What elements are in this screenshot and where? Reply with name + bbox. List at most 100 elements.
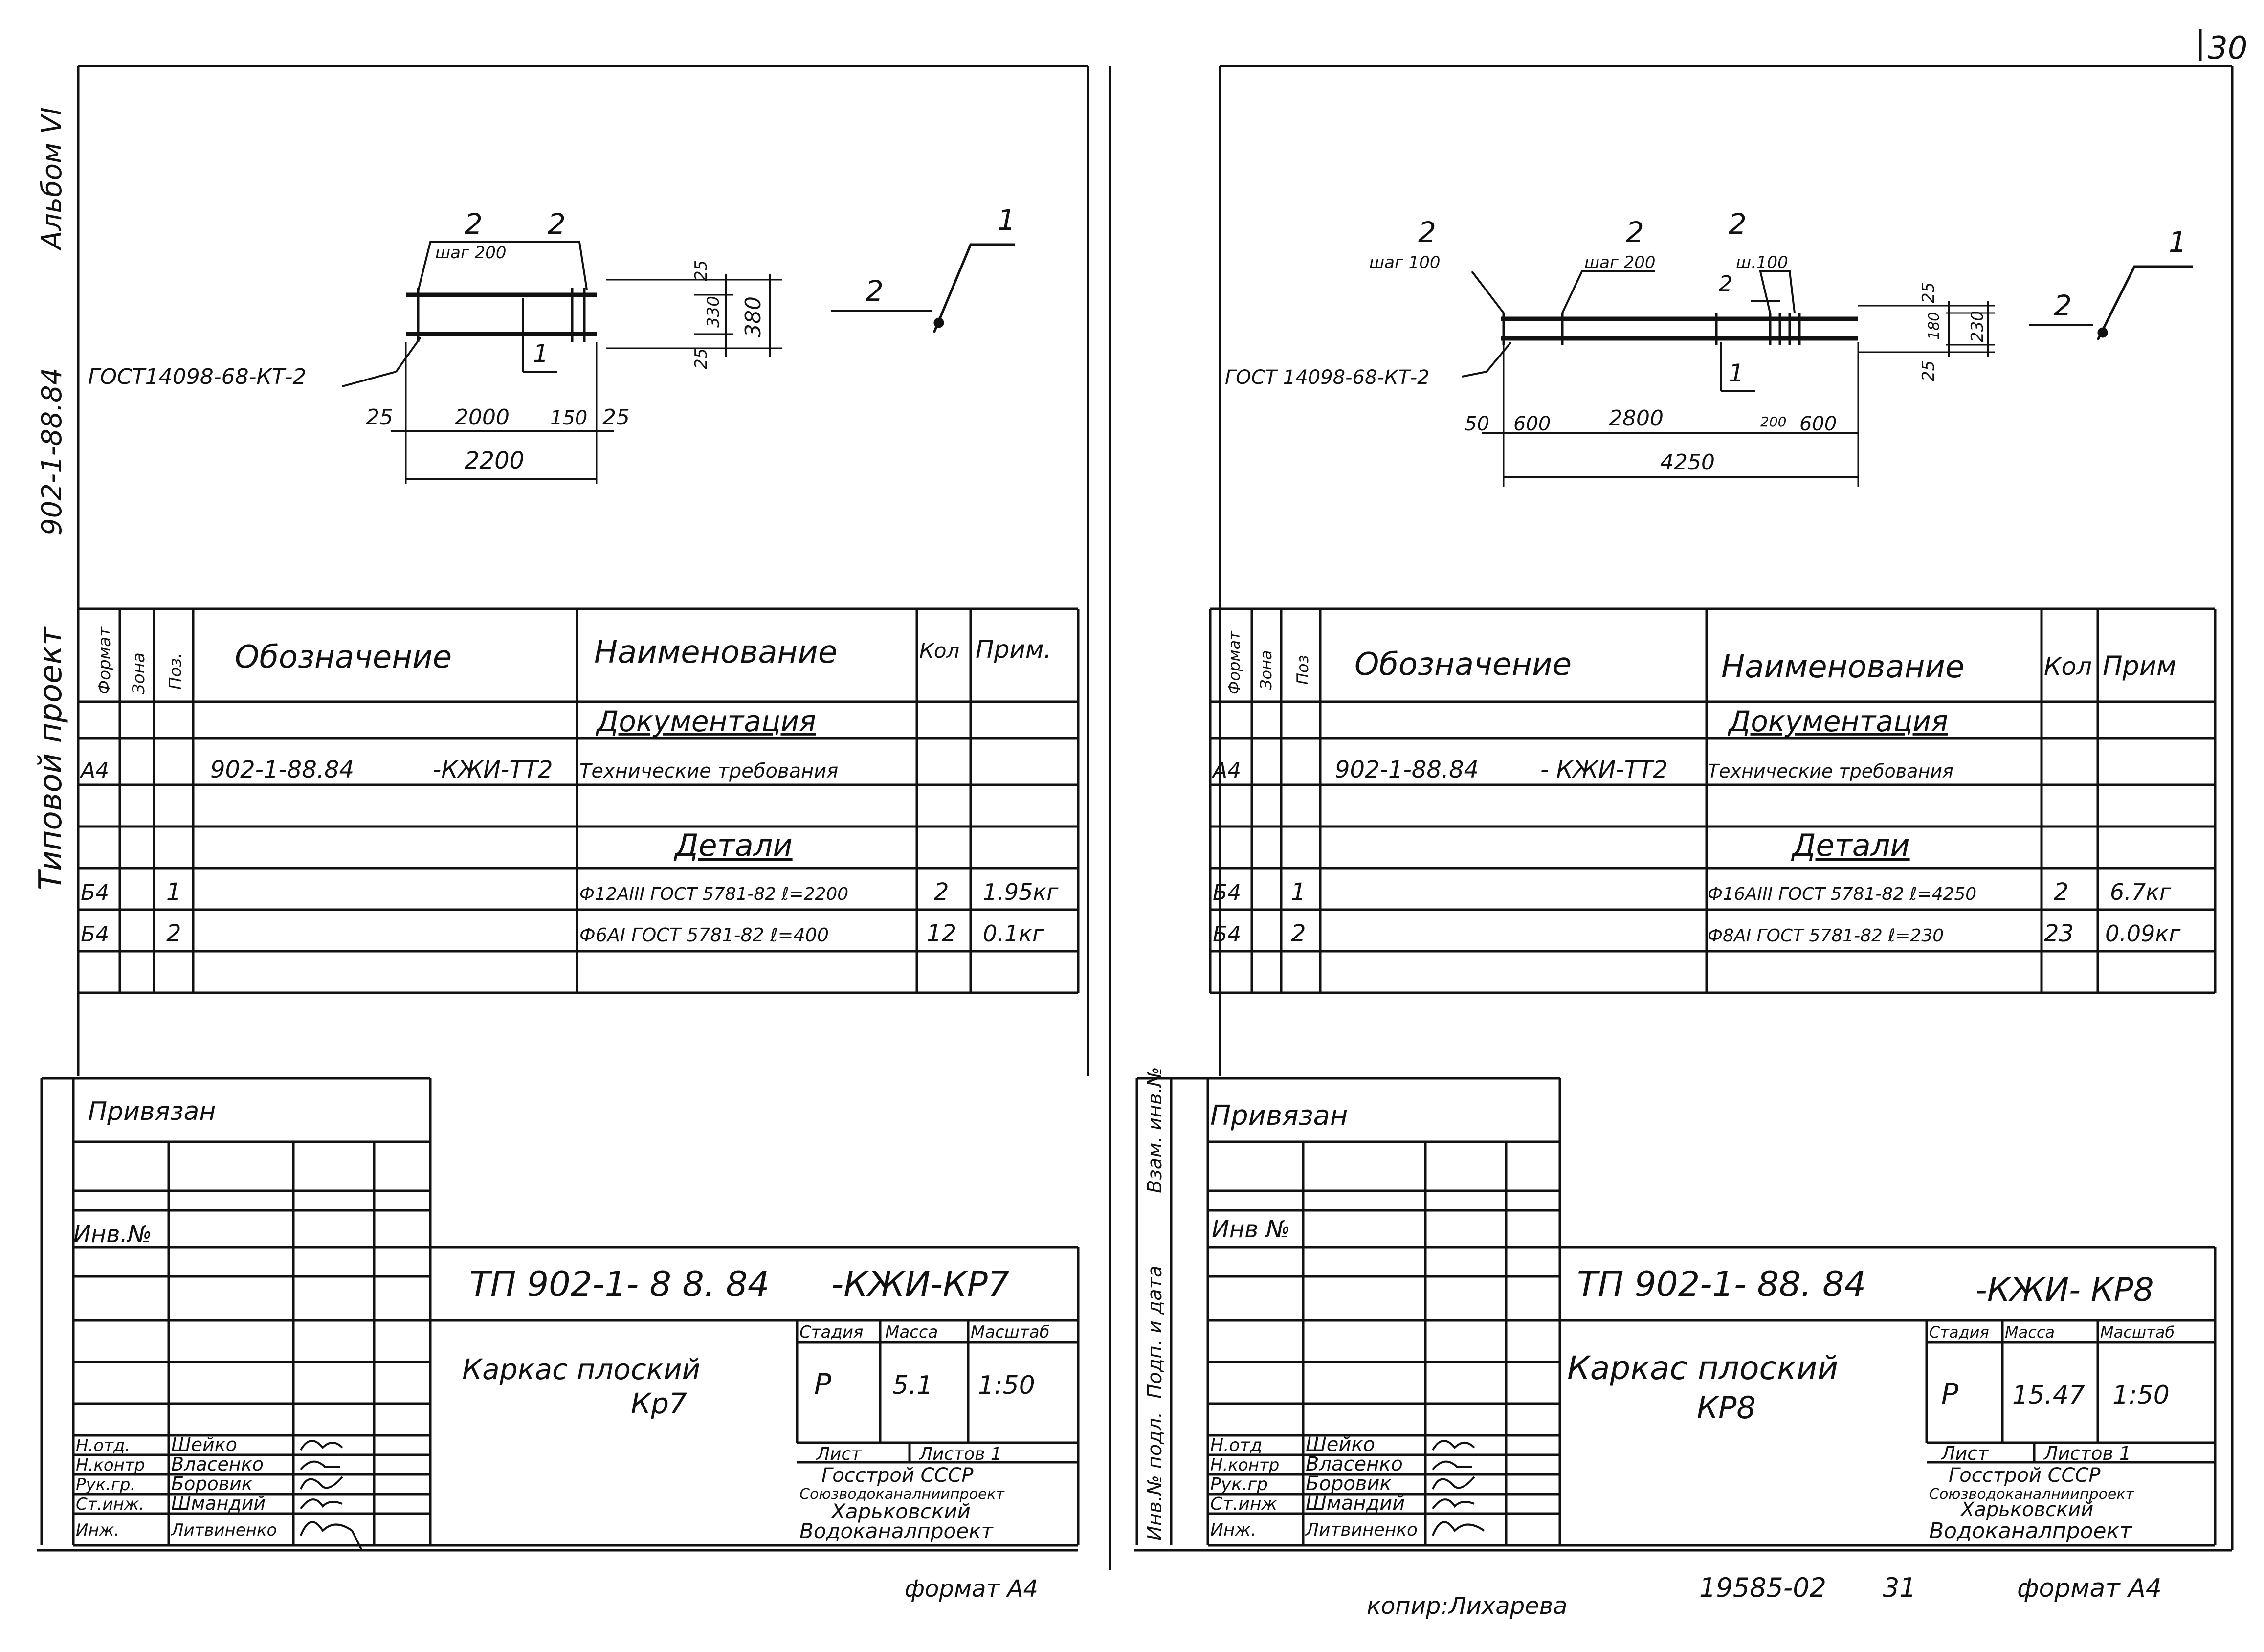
spec-table-kr8: Формат Зона Поз Обозначение Наименование… xyxy=(1211,630,2181,947)
row2-pos: 2 xyxy=(1291,920,1306,947)
signature-4 xyxy=(1432,1498,1475,1510)
org-1: Госстрой СССР xyxy=(1949,1464,2101,1487)
scale-label: Масштаб xyxy=(2100,1323,2175,1341)
stage-label: Стадия xyxy=(799,1322,863,1342)
person-3-role: Рук.гр. xyxy=(76,1475,135,1495)
person-3-name: Боровик xyxy=(1306,1473,1392,1495)
dim-step-a: шаг 100 xyxy=(1369,253,1441,272)
person-4-name: Шмандий xyxy=(171,1493,266,1514)
attached-label: Привязан xyxy=(1210,1100,1348,1132)
footer-format-left: формат А4 xyxy=(905,1575,1038,1603)
dim-2800: 2800 xyxy=(1609,406,1664,431)
dim-600-right: 600 xyxy=(1799,413,1837,435)
dim-right-25: 25 xyxy=(602,405,630,430)
doc-code: ТП 902-1- 88. 84 xyxy=(1577,1264,1866,1304)
dim-right-25-bot: 25 xyxy=(1919,360,1938,381)
leader-gost: ГОСТ14098-68-КТ-2 xyxy=(88,364,306,389)
scale-label: Масштаб xyxy=(971,1322,1050,1342)
side-stamp-replace: Взам. инв.№ xyxy=(1144,1067,1166,1193)
leader-pos1: 1 xyxy=(533,339,549,368)
doc-designation-a: 902-1-88.84 xyxy=(210,756,354,783)
person-2-name: Власенко xyxy=(1306,1453,1403,1475)
dim-50: 50 xyxy=(1465,413,1489,435)
sheets-label: Листов 1 xyxy=(918,1444,1002,1464)
signature-5 xyxy=(300,1521,363,1551)
title-line2: КР8 xyxy=(1697,1390,1756,1426)
sheet-label: Лист xyxy=(816,1444,862,1464)
leader-pos1: 1 xyxy=(1729,359,1744,387)
row1-note: 1.95кг xyxy=(983,879,1059,905)
hdr-zone: Зона xyxy=(1257,650,1275,690)
section-parts: Детали xyxy=(673,827,793,863)
inv-label: Инв.№ xyxy=(73,1221,152,1248)
margin-code: 902-1-88.84 xyxy=(36,368,68,536)
signature-5 xyxy=(1432,1521,1485,1536)
hdr-zone: Зона xyxy=(129,652,149,694)
row1-name: Ф12АIII ГОСТ 5781-82 ℓ=2200 xyxy=(579,884,848,904)
mass-value: 5.1 xyxy=(892,1371,933,1400)
hdr-qty: Кол xyxy=(2044,652,2092,681)
dim-230: 230 xyxy=(1968,311,1987,342)
dim-pos-d: 2 xyxy=(1719,271,1732,296)
dim-step: шаг 200 xyxy=(435,243,507,263)
doc-code: ТП 902-1- 8 8. 84 xyxy=(469,1264,769,1304)
hdr-format: Формат xyxy=(1225,630,1243,694)
margin-project: Типовой проект xyxy=(33,626,69,890)
section-docs: Документация xyxy=(1727,705,1948,738)
signature-1 xyxy=(300,1440,343,1451)
dim-pos-top-1: 2 xyxy=(465,207,483,241)
dim-380: 380 xyxy=(741,296,766,337)
doc-designation-b: - КЖИ-ТТ2 xyxy=(1540,756,1668,783)
person-1-name: Шейко xyxy=(1306,1433,1375,1456)
hdr-format: Формат xyxy=(95,626,114,694)
person-5-role: Инж. xyxy=(76,1520,119,1540)
dim-2000: 2000 xyxy=(455,405,510,430)
drawing-kr8 xyxy=(1462,265,2193,487)
row1-pos: 1 xyxy=(166,878,181,906)
doc-designation-a: 902-1-88.84 xyxy=(1335,756,1479,783)
dim-right-25-top: 25 xyxy=(1919,282,1938,303)
dim-pos-a: 2 xyxy=(1418,216,1436,249)
doc-name: Технические требования xyxy=(1708,760,1953,782)
dim-step-c: ш.100 xyxy=(1736,253,1788,272)
stage-value: Р xyxy=(814,1367,831,1401)
side-stamp-sign: Подп. и дата xyxy=(1144,1266,1166,1399)
mass-value: 15.47 xyxy=(2012,1381,2085,1410)
footer-format-right: формат А4 xyxy=(2017,1574,2162,1603)
doc-format: А4 xyxy=(1211,758,1241,783)
row2-note: 0.09кг xyxy=(2105,920,2181,947)
section-pos1: 1 xyxy=(2169,225,2187,259)
stage-label: Стадия xyxy=(1929,1323,1989,1341)
person-5-name: Литвиненко xyxy=(170,1520,277,1540)
person-2-name: Власенко xyxy=(171,1453,264,1475)
person-1-role: Н.отд xyxy=(1210,1435,1262,1455)
title-line1: Каркас плоский xyxy=(462,1353,700,1386)
dim-right-25-bot: 25 xyxy=(691,348,711,369)
signature-2 xyxy=(1432,1460,1472,1471)
person-1-role: Н.отд. xyxy=(76,1436,130,1455)
hdr-pos: Поз. xyxy=(166,653,185,690)
dim-330: 330 xyxy=(704,296,723,328)
scale-value: 1:50 xyxy=(2112,1381,2170,1410)
signature-1 xyxy=(1432,1440,1475,1451)
row2-qty: 12 xyxy=(927,920,956,947)
doc-designation-b: -КЖИ-ТТ2 xyxy=(433,756,553,783)
org-4: Водоканалпроект xyxy=(799,1519,994,1543)
section-parts: Детали xyxy=(1791,827,1910,863)
org-1: Госстрой СССР xyxy=(821,1464,974,1487)
hdr-note: Прим. xyxy=(976,635,1051,664)
doc-name: Технические требования xyxy=(579,760,838,782)
signature-2 xyxy=(300,1460,340,1471)
row2-name: Ф8АI ГОСТ 5781-82 ℓ=230 xyxy=(1708,926,1944,946)
title-block-kr8: Привязан Инв № ТП 902-1- 88. 84 -КЖИ- КР… xyxy=(1210,1100,2175,1543)
spec-table-kr7: Формат Зона Поз. Обозначение Наименовани… xyxy=(79,626,1059,947)
row1-qty: 2 xyxy=(2054,878,2069,906)
org-2: Союзводоканалниипроект xyxy=(799,1486,1005,1503)
row1-name: Ф16АIII ГОСТ 5781-82 ℓ=4250 xyxy=(1708,884,1976,904)
row1-format: Б4 xyxy=(1213,880,1241,905)
person-1-name: Шейко xyxy=(171,1434,237,1455)
person-2-role: Н.контр xyxy=(76,1455,145,1475)
hdr-name: Наименование xyxy=(594,634,837,670)
row1-format: Б4 xyxy=(81,880,109,905)
doc-code-suffix: -КЖИ- КР8 xyxy=(1975,1271,2154,1309)
